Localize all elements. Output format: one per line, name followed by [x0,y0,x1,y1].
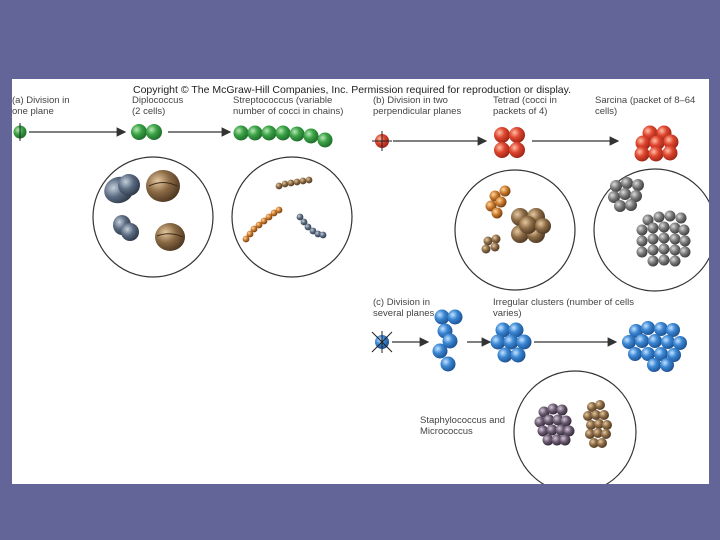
label-division-two-planes: (b) Division in two perpendicular planes [373,95,462,117]
label-tetrad: Tetrad (cocci in packets of 4) [493,95,557,117]
label-irregular-clusters: Irregular clusters (number of cells vari… [493,297,634,319]
single-coccus-green [13,123,27,141]
figure-panel: Copyright © The McGraw-Hill Companies, I… [12,79,709,484]
single-coccus-blue [371,331,393,353]
label-division-several-planes: (c) Division in several planes [373,297,435,319]
staphylococcus-grapes-blue [622,321,687,372]
tetrad-red [494,127,525,158]
label-division-one-plane: (a) Division in one plane [12,95,70,117]
micrograph-diplococci [92,156,214,278]
cocci-illustration [13,123,709,484]
diplococcus-green [131,124,162,140]
single-coccus-red [372,131,392,151]
micrograph-staphylococci [513,370,637,484]
label-staphylococcus: Staphylococcus and Micrococcus [420,415,506,437]
micrograph-sarcinae [593,168,709,292]
streptococcus-chain-green [233,125,333,148]
irregular-cluster-blue [490,322,532,363]
micrograph-streptococci [231,156,353,278]
label-sarcina: Sarcina (packet of 8–64 cells) [595,95,696,117]
sarcina-red [634,125,679,162]
dividing-cluster-blue [432,309,463,372]
label-streptococcus: Streptococcus (variable number of cocci … [233,95,344,117]
label-diplococcus: Diplococcus (2 cells) [132,95,184,117]
copyright-notice: Copyright © The McGraw-Hill Companies, I… [133,84,572,96]
micrograph-tetrads [454,169,576,291]
